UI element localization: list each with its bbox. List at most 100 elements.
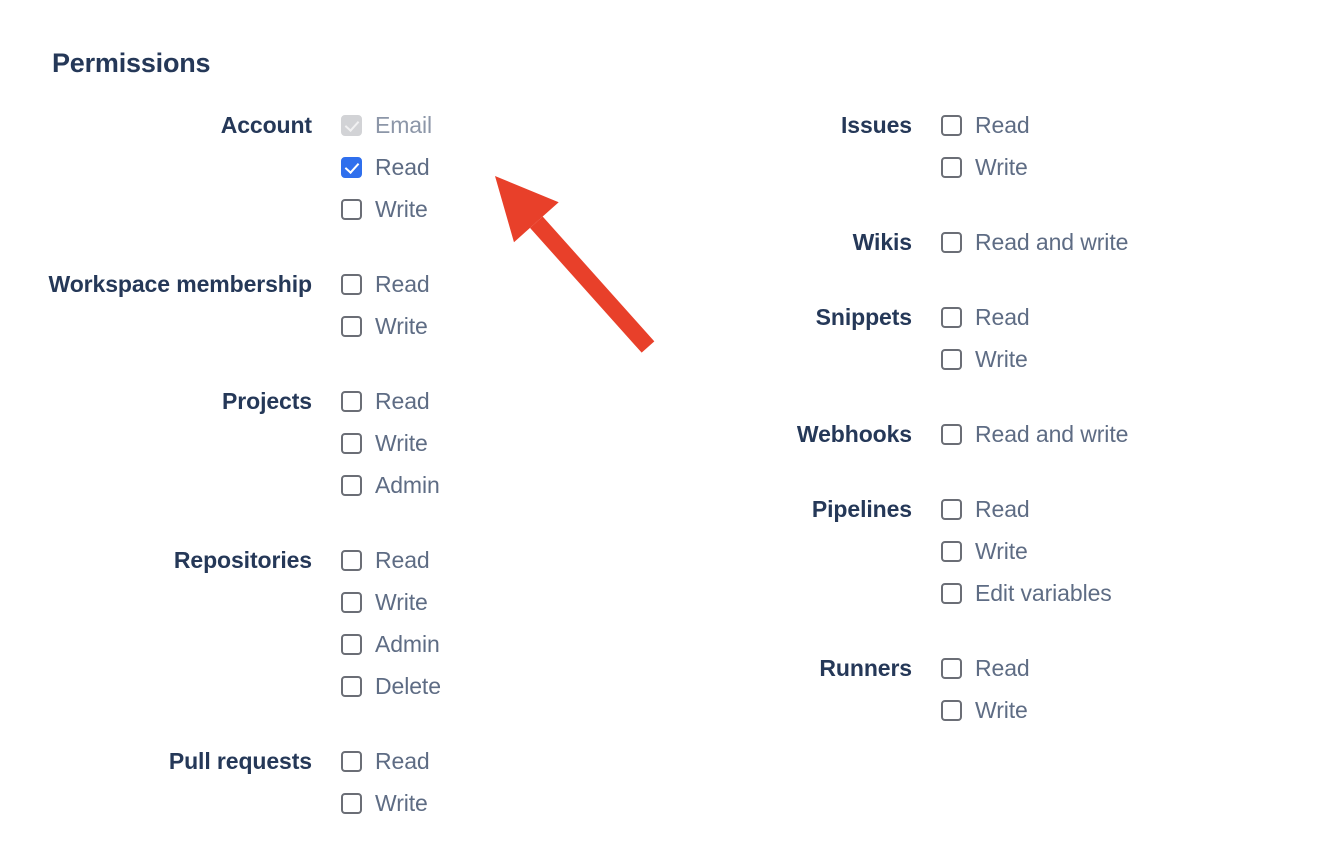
checkbox-unchecked[interactable] <box>341 315 362 337</box>
permission-option-label: Delete <box>375 673 441 699</box>
permission-option-row[interactable]: Read <box>341 380 660 422</box>
checkbox-unchecked[interactable] <box>341 750 362 772</box>
checkbox-unchecked[interactable] <box>341 675 362 697</box>
permission-option-label: Read and write <box>975 421 1129 447</box>
permission-option-row[interactable]: Read <box>341 539 660 581</box>
checkbox-unchecked[interactable] <box>941 306 962 328</box>
permission-option-label: Admin <box>375 472 440 498</box>
permission-option-label: Write <box>975 346 1028 372</box>
permission-option-label: Write <box>375 589 428 615</box>
checkbox-unchecked[interactable] <box>941 114 962 136</box>
permission-option-label: Read <box>975 655 1030 681</box>
permission-option-row[interactable]: Admin <box>341 623 660 665</box>
checkbox-unchecked[interactable] <box>941 231 962 253</box>
permission-option-label: Write <box>375 790 428 816</box>
permission-option-row[interactable]: Admin <box>341 464 660 506</box>
checkbox-unchecked[interactable] <box>341 591 362 613</box>
permission-option-row[interactable]: Delete <box>341 665 660 707</box>
permission-option-row[interactable]: Email <box>341 104 660 146</box>
permission-option-label: Read and write <box>975 229 1129 255</box>
permission-option-row[interactable]: Write <box>341 782 660 824</box>
checkbox-checked[interactable] <box>341 156 362 178</box>
permission-option-label: Read <box>375 154 430 180</box>
checkbox-unchecked[interactable] <box>341 390 362 412</box>
permission-option-row[interactable]: Write <box>341 188 660 230</box>
permission-option-label: Edit variables <box>975 580 1112 606</box>
permission-option-row[interactable]: Write <box>341 422 660 464</box>
permission-group-label: Runners <box>819 655 912 681</box>
permission-option-row[interactable]: Write <box>941 689 1322 731</box>
permission-option-label: Email <box>375 112 433 138</box>
permission-option-row[interactable]: Read <box>341 740 660 782</box>
checkbox-unchecked[interactable] <box>941 156 962 178</box>
checkbox-unchecked[interactable] <box>341 474 362 496</box>
checkbox-unchecked[interactable] <box>941 582 962 604</box>
permission-option-list: Read and write <box>941 413 1322 455</box>
permission-option-list: Read and write <box>941 221 1322 263</box>
permission-option-row[interactable]: Read <box>941 488 1322 530</box>
permission-option-row[interactable]: Read and write <box>941 413 1322 455</box>
permission-option-label: Admin <box>375 631 440 657</box>
checkbox-unchecked[interactable] <box>341 432 362 454</box>
checkbox-unchecked[interactable] <box>941 699 962 721</box>
permission-group-label: Account <box>220 112 312 138</box>
checkbox-unchecked[interactable] <box>941 657 962 679</box>
permission-group-label: Issues <box>840 112 912 138</box>
checkbox-unchecked[interactable] <box>941 423 962 445</box>
checkbox-unchecked[interactable] <box>941 498 962 520</box>
permission-option-label: Read <box>375 271 430 297</box>
checkbox-unchecked[interactable] <box>941 540 962 562</box>
checkbox-unchecked[interactable] <box>341 792 362 814</box>
permission-option-row[interactable]: Write <box>941 338 1322 380</box>
permission-option-row[interactable]: Write <box>941 530 1322 572</box>
permission-group-label: Pull requests <box>168 748 312 774</box>
checkbox-unchecked[interactable] <box>341 549 362 571</box>
permission-option-label: Write <box>375 313 428 339</box>
permission-option-row[interactable]: Read and write <box>941 221 1322 263</box>
permission-group-label: Snippets <box>815 304 912 330</box>
permission-option-row[interactable]: Read <box>941 104 1322 146</box>
permission-option-row[interactable]: Read <box>941 647 1322 689</box>
checkbox-unchecked[interactable] <box>941 348 962 370</box>
permission-option-label: Write <box>975 538 1028 564</box>
checkbox-unchecked[interactable] <box>341 273 362 295</box>
permission-option-row[interactable]: Read <box>341 146 660 188</box>
permission-option-label: Read <box>975 496 1030 522</box>
permission-group: Webhooks Read and write <box>660 413 1322 455</box>
page-title: Permissions <box>52 48 211 78</box>
permission-option-label: Read <box>375 388 430 414</box>
permission-option-label: Read <box>375 748 430 774</box>
permission-option-row[interactable]: Write <box>341 305 660 347</box>
permission-option-row[interactable]: Write <box>341 581 660 623</box>
permission-option-label: Write <box>375 196 428 222</box>
permission-group-label: Webhooks <box>796 421 912 447</box>
checkbox-unchecked[interactable] <box>341 633 362 655</box>
permission-option-row[interactable]: Read <box>941 296 1322 338</box>
permission-option-label: Write <box>975 697 1028 723</box>
permission-option-label: Write <box>375 430 428 456</box>
permission-option-row[interactable]: Write <box>941 146 1322 188</box>
checkbox-unchecked[interactable] <box>341 198 362 220</box>
permission-option-label: Read <box>375 547 430 573</box>
permission-group-label: Projects <box>222 388 312 414</box>
permission-option-row[interactable]: Edit variables <box>941 572 1322 614</box>
permission-option-row[interactable]: Read <box>341 263 660 305</box>
